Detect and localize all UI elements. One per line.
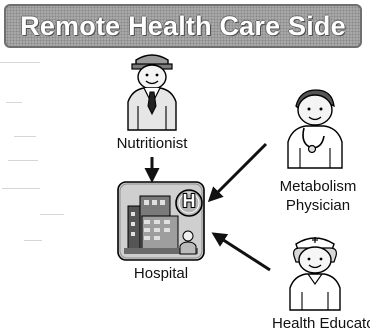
scan-noise xyxy=(0,62,40,63)
health-educator-icon xyxy=(289,237,341,311)
arrow-physician-to-hospital xyxy=(207,142,268,203)
health-educator-label: Health Educato xyxy=(272,315,370,332)
hospital-h-badge-icon xyxy=(175,189,203,217)
scan-noise xyxy=(40,214,64,215)
physician-label-line1: Metabolism xyxy=(279,178,357,195)
nutritionist-label: Nutritionist xyxy=(116,135,188,152)
title-banner: Remote Health Care Side xyxy=(4,4,362,48)
scan-noise xyxy=(2,188,40,189)
banner-title: Remote Health Care Side xyxy=(20,10,346,41)
physician-label: Metabolism Physician xyxy=(268,177,368,215)
physician-icon xyxy=(287,89,343,169)
hospital-label: Hospital xyxy=(133,265,189,282)
physician-label-line2: Physician xyxy=(285,197,351,214)
hospital-badge-letter: H xyxy=(182,191,196,211)
scan-noise xyxy=(8,160,38,161)
scan-noise xyxy=(24,240,42,241)
nutritionist-icon xyxy=(127,54,177,131)
scan-noise xyxy=(6,102,22,103)
arrow-educator-to-hospital xyxy=(211,232,271,272)
scan-noise xyxy=(14,136,36,137)
